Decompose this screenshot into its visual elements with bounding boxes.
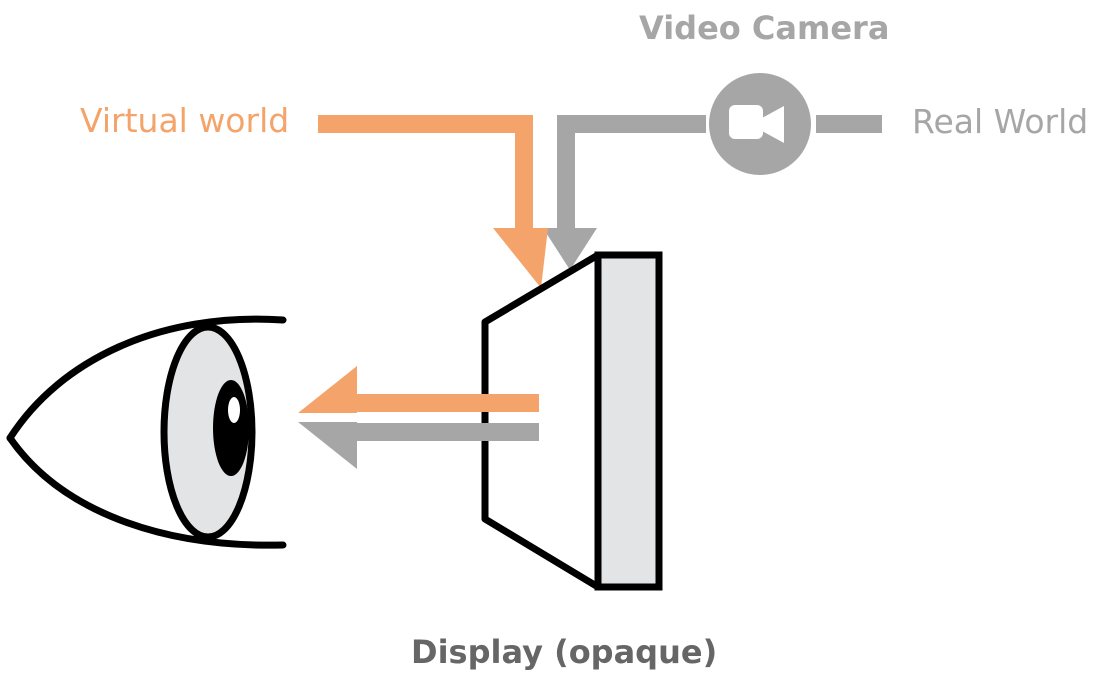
real-world-down-arrowhead	[543, 228, 597, 270]
output-arrows	[298, 366, 539, 469]
camera-body	[729, 105, 763, 139]
camera-lens	[762, 106, 784, 143]
eye-highlight	[228, 397, 240, 423]
display-label: Display (opaque)	[411, 633, 718, 671]
real-world-path	[543, 115, 882, 270]
virtual-world-label: Virtual world	[80, 101, 290, 140]
video-camera-icon	[709, 73, 811, 175]
display-panel-icon	[481, 251, 663, 591]
real-world-label: Real World	[912, 102, 1089, 141]
eye-pupil	[213, 380, 249, 476]
eye-upper-lid	[6, 315, 287, 442]
eye-icon	[6, 315, 287, 549]
video-camera-label: Video Camera	[639, 9, 890, 47]
real-output-arrowhead	[298, 422, 357, 469]
eye-lower-lid	[6, 434, 287, 549]
eye-iris	[160, 323, 256, 541]
display-front-face	[481, 251, 602, 591]
virtual-world-path	[318, 115, 548, 288]
virtual-world-down-arrowhead	[493, 228, 548, 288]
virtual-output-arrowhead	[298, 366, 357, 413]
display-side-face	[594, 251, 663, 591]
